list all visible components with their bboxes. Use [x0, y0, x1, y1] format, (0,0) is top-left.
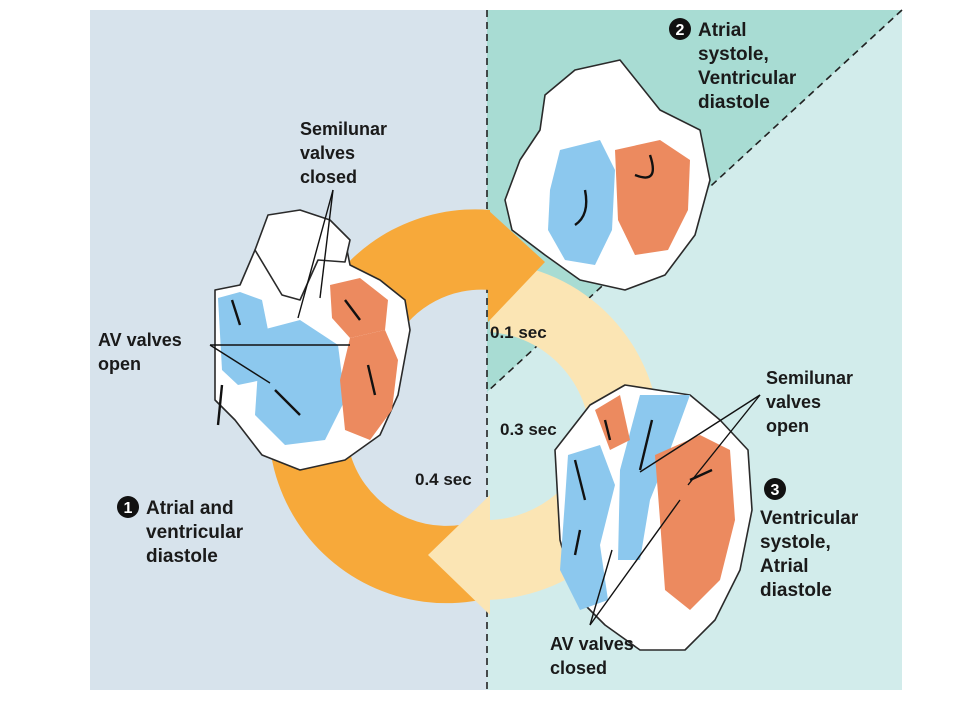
phase-1-number: 1: [124, 500, 133, 517]
label-line: valves: [300, 143, 355, 163]
phase-2-title-line: Ventricular: [698, 68, 797, 89]
heart-2-right-chamber: [548, 140, 615, 265]
label-av-valves-closed: AV valves closed: [550, 634, 634, 678]
time-label-0-4-sec: 0.4 sec: [415, 470, 472, 489]
label-line: AV valves: [550, 634, 634, 654]
phase-2-badge: 2: [669, 18, 691, 40]
phase-3-title-line: diastole: [760, 580, 832, 601]
heart-1-flow-arrow: [230, 299, 242, 326]
leader-semilunar-open-b: [687, 394, 761, 486]
phase-2-number: 2: [676, 22, 685, 39]
heart-3-right-chamber: [560, 445, 615, 610]
phase-3-title: Ventricular systole, Atrial diastole: [760, 508, 859, 601]
leader-av-closed-b: [589, 499, 681, 626]
heart-1-flow-arrow: [344, 299, 361, 321]
label-semilunar-valves-closed: Semilunar valves closed: [300, 119, 387, 187]
label-semilunar-valves-open: Semilunar valves open: [766, 368, 853, 436]
label-line: open: [98, 354, 141, 374]
time-label-0-3-sec: 0.3 sec: [500, 420, 557, 439]
ring-arrowhead-top: [488, 210, 545, 322]
phase-3-title-line: Ventricular: [760, 508, 859, 529]
phase-2-title-line: Atrial: [698, 20, 747, 41]
heart-1-left-ventricle: [340, 330, 398, 440]
label-line: Semilunar: [766, 368, 853, 388]
heart-2-flow-arrow: [574, 189, 588, 226]
heart-phase-2: [504, 59, 711, 291]
phase-3-badge: 3: [764, 478, 786, 500]
time-label-0-1-sec: 0.1 sec: [490, 323, 547, 342]
leader-lines: [209, 189, 761, 626]
heart-1-flow-arrow: [366, 364, 377, 396]
ring-arrowhead-bottom: [428, 495, 490, 615]
phase-3-title-line: Atrial: [760, 556, 809, 577]
phase-1-badge: 1: [117, 496, 139, 518]
phase-3-title-line: systole,: [760, 532, 831, 553]
label-line: open: [766, 416, 809, 436]
leader-av-open-a: [209, 344, 271, 384]
heart-3-flow-arrow: [573, 459, 587, 501]
label-line: AV valves: [98, 330, 182, 350]
heart-1-right-ventricle: [255, 320, 345, 445]
label-av-valves-open: AV valves open: [98, 330, 182, 374]
phase-1-title-line: Atrial and: [146, 498, 234, 519]
phase-2-title-line: diastole: [698, 92, 770, 113]
heart-3-pulmonary-trunk: [618, 395, 690, 560]
label-line: closed: [550, 658, 607, 678]
leader-semilunar-open-a: [639, 394, 761, 473]
label-line: closed: [300, 167, 357, 187]
heart-3-left-chamber: [655, 435, 735, 610]
phase-1-title: Atrial and ventricular diastole: [146, 498, 244, 567]
phase-2-title-line: systole,: [698, 44, 769, 65]
heart-1-vessels: [254, 209, 351, 301]
heart-3-flow-arrow: [573, 529, 582, 556]
heart-3-flow-arrow: [638, 419, 654, 471]
heart-1-flow-arrow: [216, 384, 224, 426]
heart-1-left-atrium: [330, 278, 388, 338]
leader-semilunar-closed-a: [297, 189, 334, 319]
phase-3-number: 3: [771, 482, 780, 499]
leader-av-closed-a: [589, 549, 613, 626]
leader-semilunar-closed-b: [319, 189, 334, 299]
heart-1-flow-arrow: [274, 389, 301, 416]
heart-3-aorta: [595, 395, 630, 450]
heart-1-right-atrium: [218, 292, 270, 385]
phase-2-title: Atrial systole, Ventricular diastole: [698, 20, 797, 113]
heart-phase-1: [214, 209, 411, 471]
phase-1-title-line: diastole: [146, 546, 218, 567]
heart-2-flow-arrow: [634, 154, 655, 179]
label-line: valves: [766, 392, 821, 412]
phase-1-title-line: ventricular: [146, 522, 244, 543]
heart-2-left-chamber: [615, 140, 690, 255]
label-line: Semilunar: [300, 119, 387, 139]
heart-phase-3: [554, 384, 753, 651]
heart-3-flow-arrow: [603, 419, 612, 441]
